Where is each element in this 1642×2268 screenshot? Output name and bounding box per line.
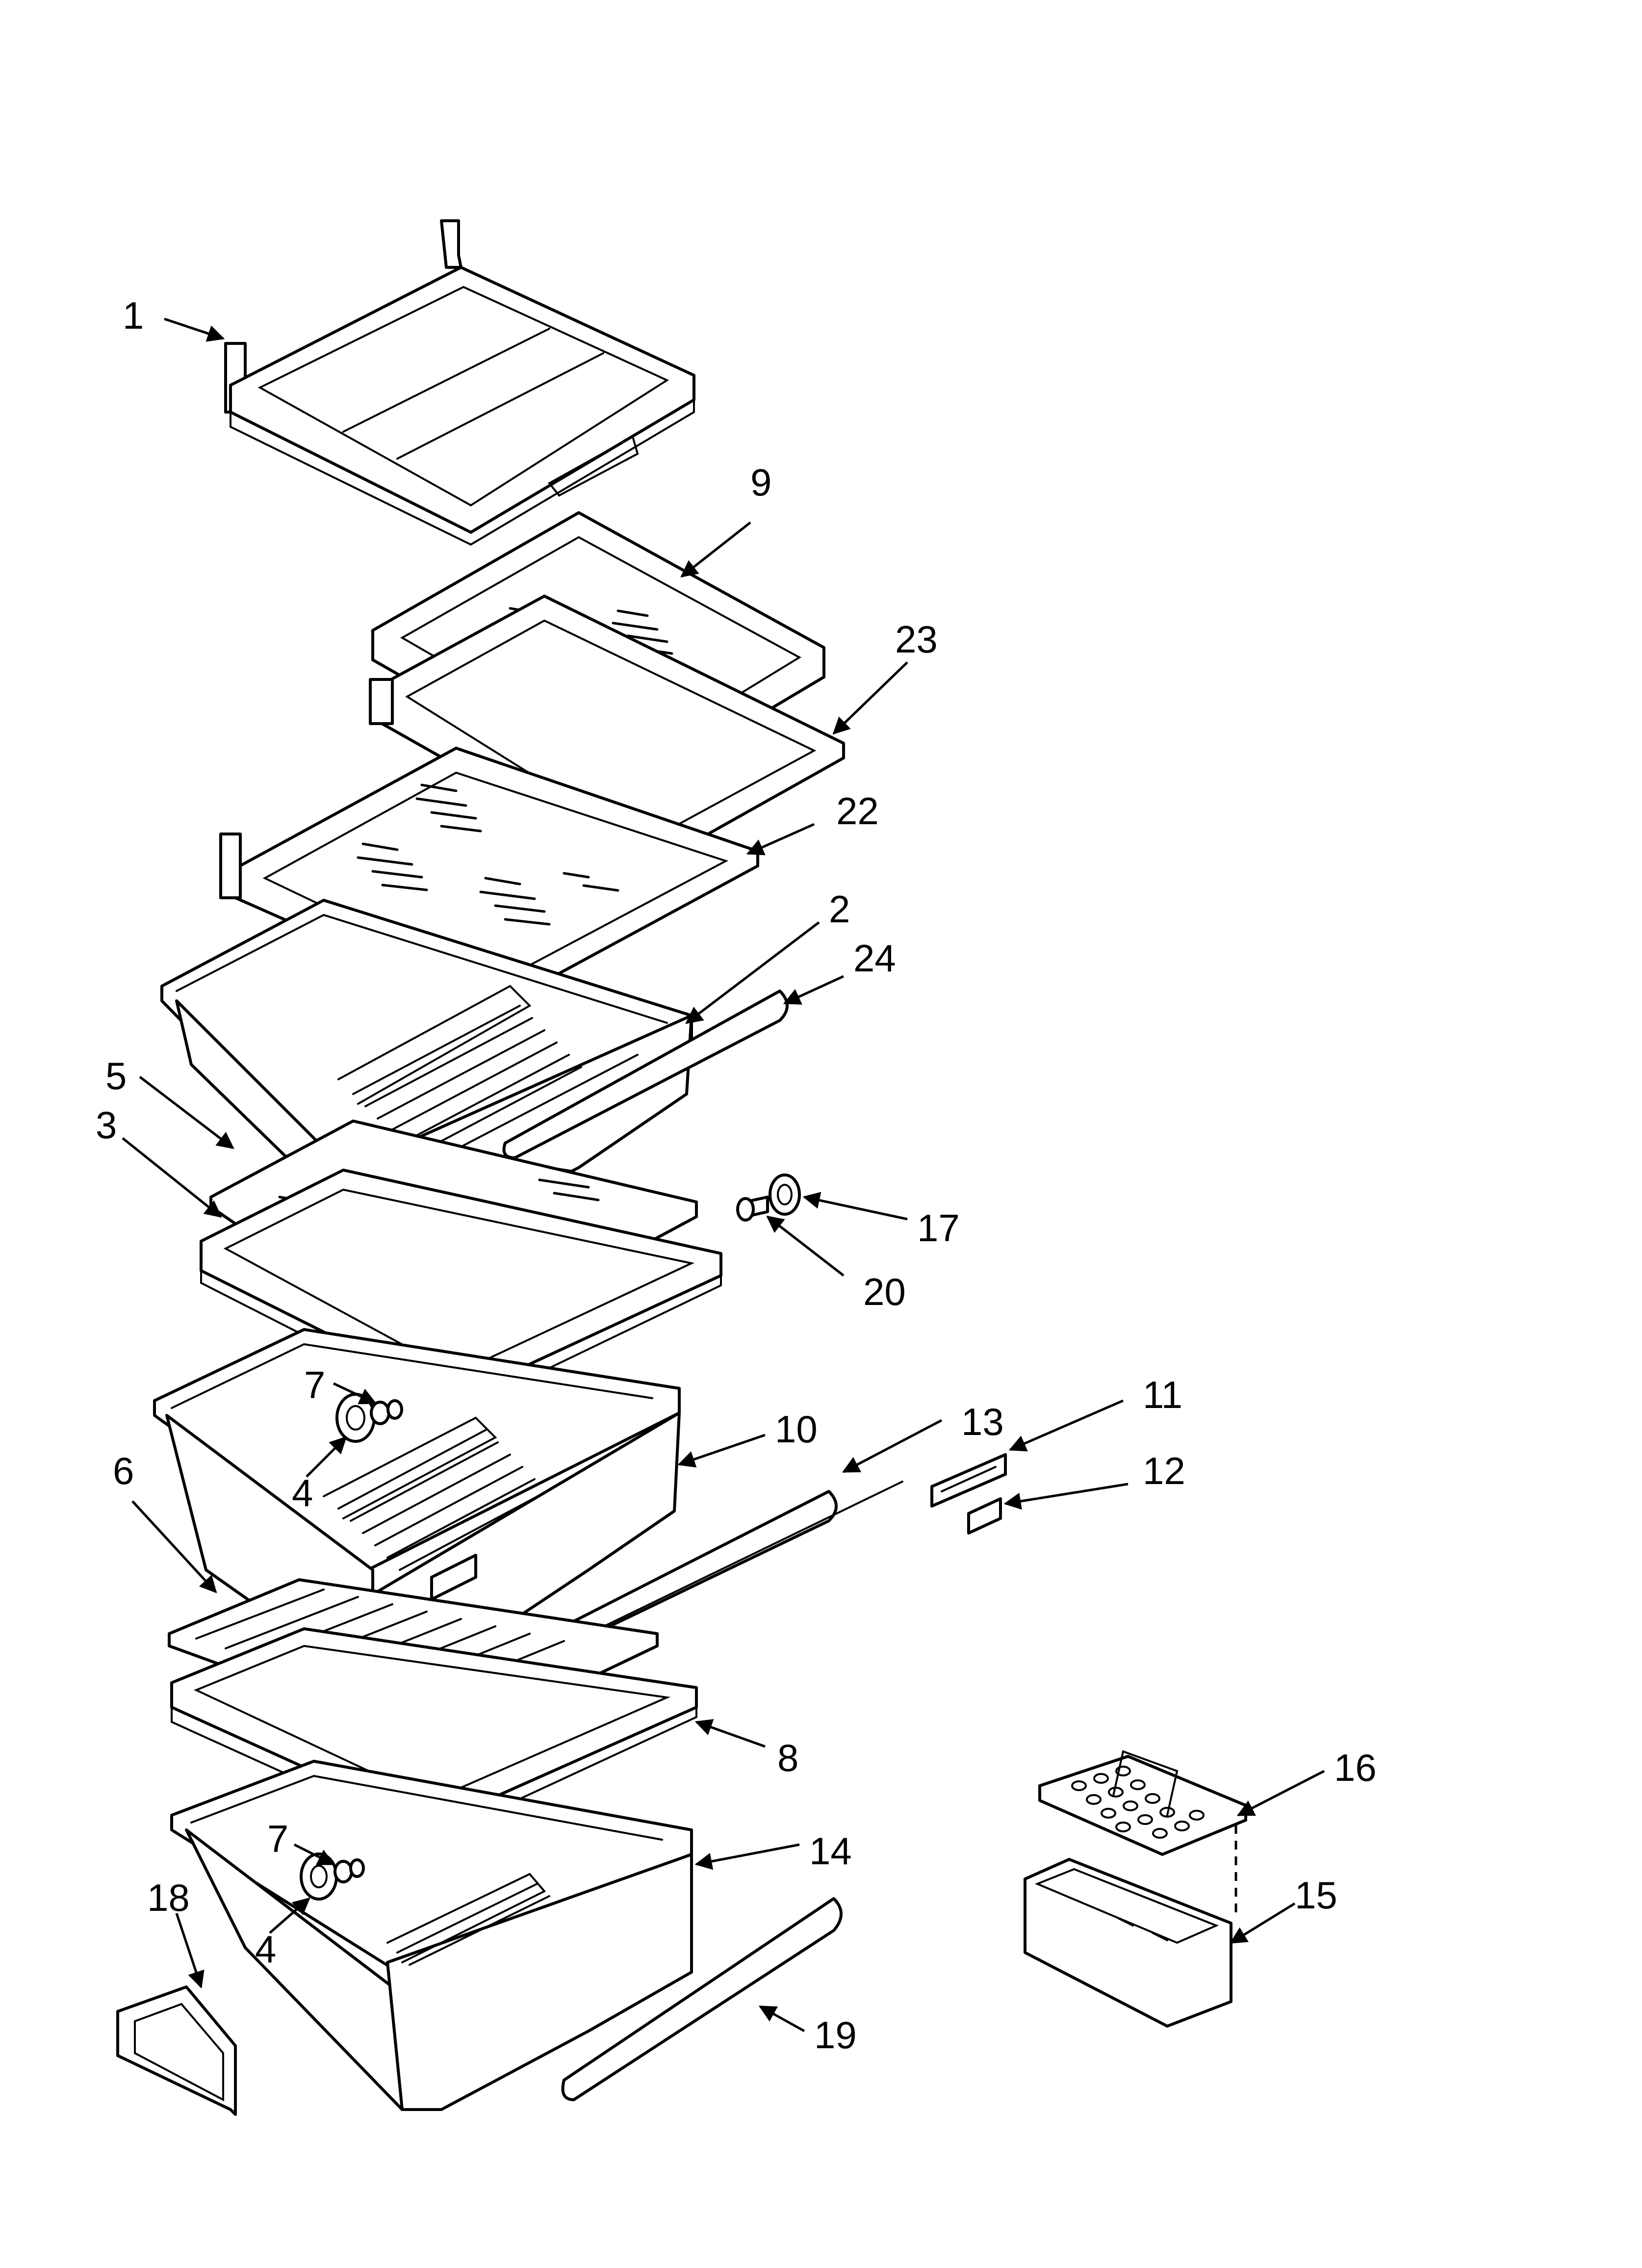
part-16-egg-tray	[1038, 1750, 1247, 1856]
callout-20: 20	[863, 1270, 906, 1313]
callout-4-lower: 4	[255, 1928, 276, 1971]
callout-24: 24	[853, 937, 896, 980]
callout-1: 1	[123, 294, 144, 337]
part-15-egg-bin	[1024, 1825, 1237, 2028]
callout-15: 15	[1295, 1874, 1337, 1917]
callout-18: 18	[147, 1876, 190, 1919]
callout-11: 11	[1143, 1373, 1182, 1416]
callout-7-upper: 7	[304, 1363, 325, 1407]
callout-4-upper: 4	[292, 1471, 313, 1514]
leader-lines	[122, 317, 1325, 2033]
callout-16: 16	[1334, 1746, 1377, 1789]
part-1-shelf-frame	[224, 219, 695, 546]
part-11-clip	[930, 1453, 1007, 1508]
callout-8: 8	[777, 1736, 798, 1779]
callout-6: 6	[113, 1449, 134, 1492]
callout-22: 22	[836, 789, 879, 833]
part-8-crisper-frame	[170, 1627, 698, 1841]
part-17-roller	[769, 1173, 801, 1216]
callout-13: 13	[961, 1400, 1004, 1443]
part-7-4-roller-assembly-lower	[300, 1852, 365, 1901]
callout-14: 14	[809, 1829, 852, 1873]
callouts: 1 9 23 22 2 24 5 3 17 20 7 10 13 11 12 4…	[96, 294, 1377, 2057]
part-14-drawer	[170, 1760, 693, 2111]
callout-10: 10	[775, 1408, 818, 1451]
part-3-crisper-frame	[200, 1169, 722, 1414]
callout-7-lower: 7	[267, 1817, 288, 1860]
callout-5: 5	[105, 1054, 127, 1097]
callout-2: 2	[829, 887, 850, 931]
part-7-4-roller-assembly-upper	[335, 1393, 403, 1443]
part-19-trim	[561, 1897, 843, 2101]
callout-9: 9	[750, 461, 771, 504]
part-23-shelf-frame	[369, 595, 845, 872]
callout-3: 3	[96, 1103, 117, 1147]
callout-12: 12	[1143, 1449, 1185, 1492]
callout-23: 23	[895, 618, 938, 661]
part-20-screw	[736, 1196, 769, 1222]
part-18-label-plate	[116, 1985, 237, 2116]
part-12-clip	[967, 1497, 1002, 1535]
callout-17: 17	[917, 1206, 960, 1250]
callout-19: 19	[814, 2013, 857, 2057]
